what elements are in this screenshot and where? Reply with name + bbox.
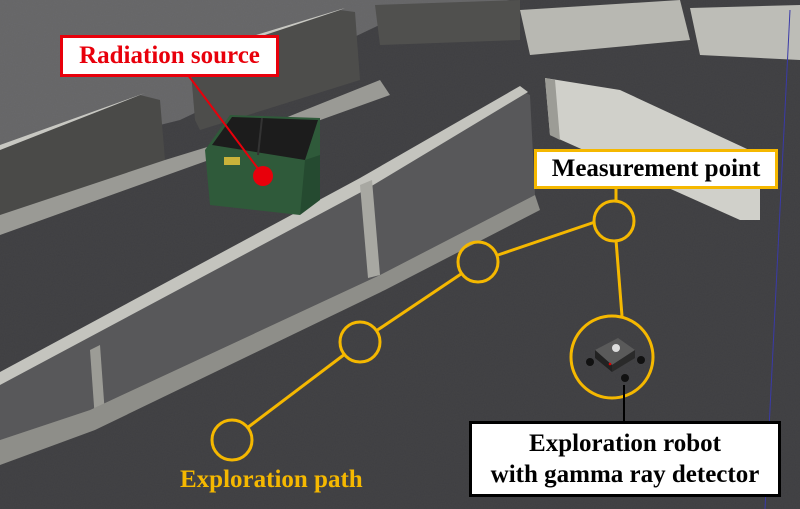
- exploration-path: [210, 199, 655, 462]
- radiation-source-label: Radiation source: [60, 35, 279, 77]
- measurement-point-circle: [338, 320, 382, 364]
- exploration-robot-label: Exploration robot with gamma ray detecto…: [469, 421, 781, 497]
- measurement-point-label: Measurement point: [534, 149, 778, 189]
- path-segment: [246, 352, 346, 430]
- robot-label-line2: with gamma ray detector: [490, 461, 760, 488]
- robot-label-line1: Exploration robot: [529, 430, 721, 457]
- measurement-point-circle: [210, 418, 254, 462]
- robot-highlight-circle: [569, 314, 655, 400]
- dumpster: [205, 115, 320, 215]
- radiation-leader-line: [187, 74, 263, 175]
- measurement-point-circle: [456, 240, 500, 284]
- measurement-point-circle: [592, 199, 636, 243]
- path-segment: [614, 239, 624, 317]
- path-segment: [375, 272, 462, 333]
- path-segment: [497, 220, 596, 257]
- exploration-path-label: Exploration path: [180, 466, 363, 493]
- robot-body: [586, 338, 645, 382]
- concrete-barrier-row-middle: [0, 86, 540, 465]
- radiation-source-marker: [253, 166, 273, 186]
